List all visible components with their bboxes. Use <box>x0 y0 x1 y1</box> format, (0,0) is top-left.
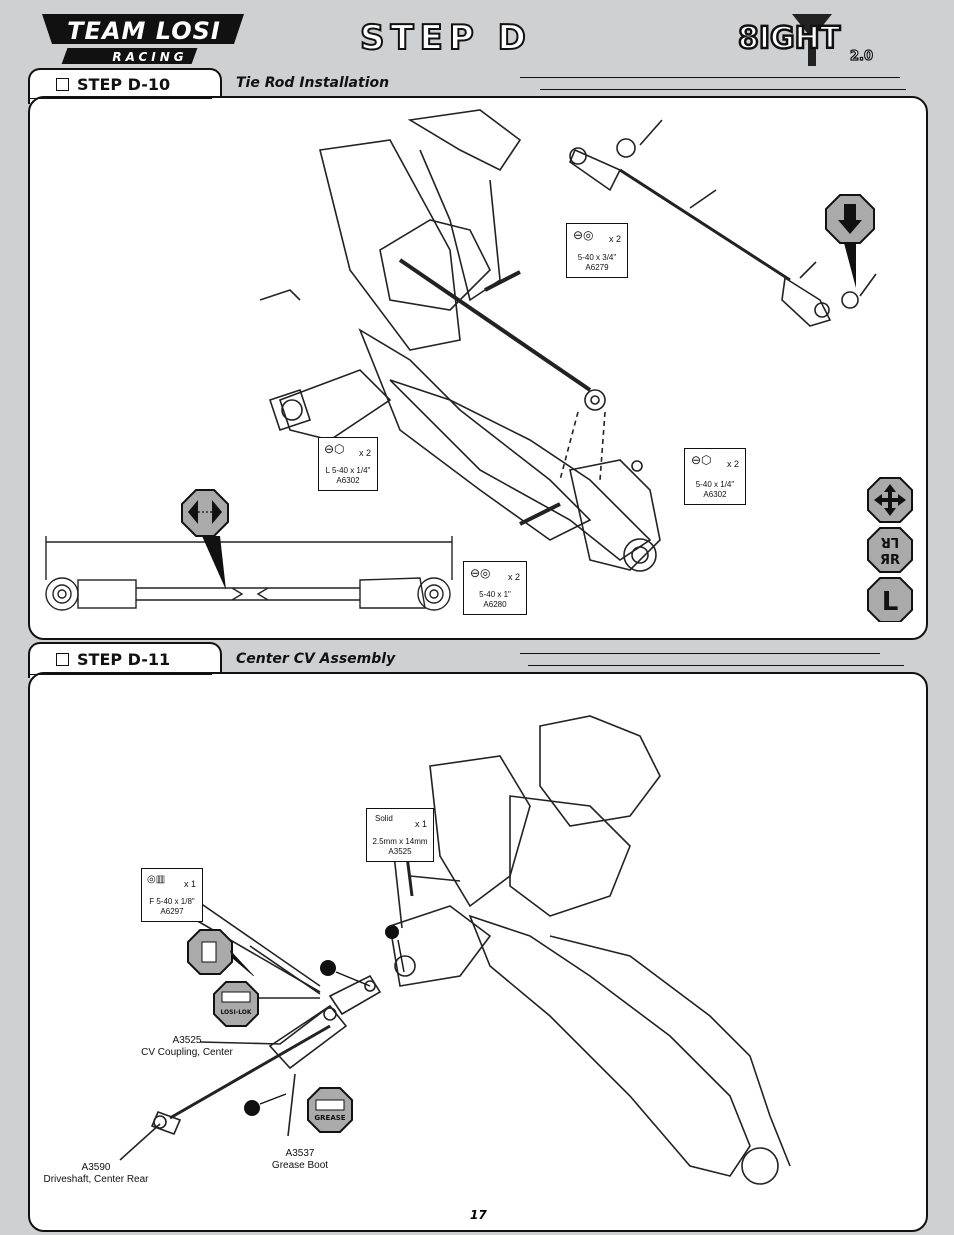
step-d11-label-text: STEP D-11 <box>77 650 171 669</box>
grease-boot-label: A3537 Grease Boot <box>271 1148 329 1171</box>
header-rule <box>540 89 906 90</box>
pin-label: Solid <box>375 814 393 823</box>
hardware-callout: ◎▥ x 1 F 5-40 x 1/8"A6297 <box>141 868 203 922</box>
step-d10-tab-underline <box>30 98 212 99</box>
left-icon: L <box>867 577 913 622</box>
svg-text:LOSI-LOK: LOSI-LOK <box>220 1009 251 1016</box>
svg-text:2.0: 2.0 <box>850 49 873 64</box>
move-arrows-icon <box>867 477 913 523</box>
svg-text:TEAM LOSI: TEAM LOSI <box>67 17 221 45</box>
nut-icon: ⊖⬡ <box>691 453 712 467</box>
header-rule <box>520 77 900 78</box>
adjust-icon <box>181 489 229 590</box>
checkbox-icon[interactable] <box>56 653 69 666</box>
svg-text:LR: LR <box>881 534 899 549</box>
team-losi-logo: TEAM LOSI RACING <box>42 14 244 64</box>
svg-text:RACING: RACING <box>112 50 187 64</box>
page-number: 17 <box>470 1208 487 1222</box>
side-icons: LR ЯR L <box>867 477 913 622</box>
page-title: STEP D <box>359 17 532 59</box>
hardware-callout: ⊖⬡ x 2 5-40 x 1/4"A6302 <box>684 448 746 505</box>
step-d11-label[interactable]: STEP D-11 <box>56 650 170 669</box>
svg-text:GREASE: GREASE <box>314 1114 345 1122</box>
nut-icon: ⊖⬡ <box>324 442 345 456</box>
tool-icon-octagon <box>187 929 255 976</box>
step-d10-subtitle: Tie Rod Installation <box>236 75 390 91</box>
step-d10-label[interactable]: STEP D-10 <box>56 75 170 94</box>
svg-text:ЯR: ЯR <box>880 553 900 568</box>
down-arrow-icon <box>825 194 875 288</box>
hardware-callout: ⊖◎ x 2 5-40 x 3/4"A6279 <box>566 223 628 278</box>
step-d10-panel <box>28 96 928 640</box>
screw-icon: ⊖◎ <box>573 228 594 242</box>
left-right-icon: LR ЯR <box>867 527 913 573</box>
hardware-callout: ⊖◎ x 2 5-40 x 1"A6280 <box>463 561 527 615</box>
step-d11-tab-underline <box>30 674 212 675</box>
losi-lok-icon: LOSI-LOK <box>213 981 259 1027</box>
header-rule <box>520 653 880 654</box>
eight-logo: 8IGHT 2.0 <box>737 14 874 66</box>
header-rule <box>528 665 904 666</box>
step-d10-label-text: STEP D-10 <box>77 75 171 94</box>
checkbox-icon[interactable] <box>56 78 69 91</box>
grease-icon: GREASE <box>307 1087 353 1133</box>
step-d10-illustration <box>45 109 877 611</box>
step-d11-subtitle: Center CV Assembly <box>236 651 396 667</box>
driveshaft-label: A3590 Driveshaft, Center Rear <box>43 1162 149 1185</box>
set-screw-icon: ◎▥ <box>147 874 166 885</box>
svg-text:8IGHT: 8IGHT <box>738 21 841 56</box>
cv-coupling-label: A3525 CV Coupling, Center <box>141 1035 233 1058</box>
step-d11-illustration <box>119 715 791 1185</box>
screw-icon: ⊖◎ <box>470 566 491 580</box>
hardware-callout: ⊖⬡ x 2 L 5-40 x 1/4"A6302 <box>318 437 378 491</box>
svg-text:L: L <box>882 587 899 617</box>
